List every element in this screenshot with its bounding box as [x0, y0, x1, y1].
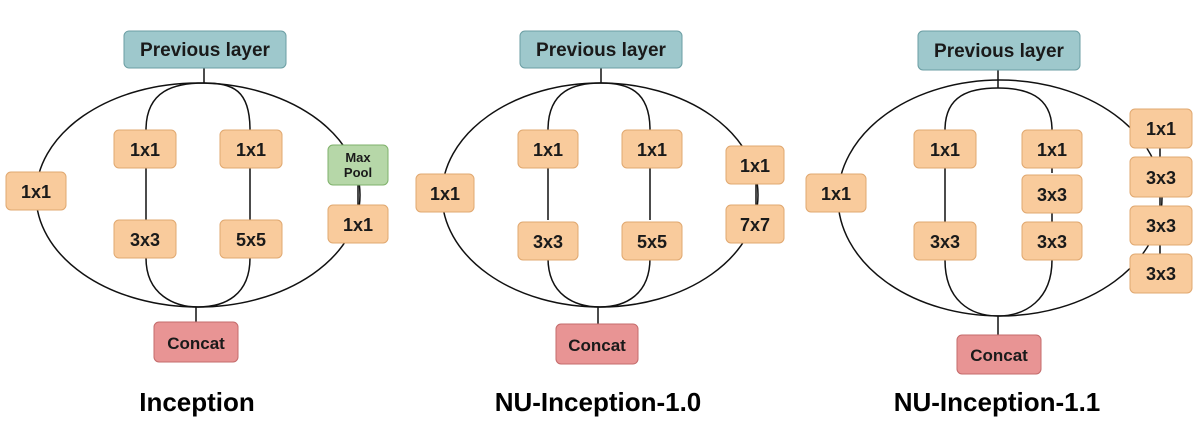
connection-lines — [35, 68, 361, 322]
conv-1x1-node: 1x1 — [805, 173, 867, 213]
conv-1x1-node: 1x1 — [1021, 129, 1083, 169]
concat-node: Concat — [153, 321, 239, 363]
svg-text:5x5: 5x5 — [236, 230, 266, 250]
conv-1x1-node: 1x1 — [113, 129, 177, 169]
svg-text:3x3: 3x3 — [1146, 264, 1176, 284]
diagram-caption: NU-Inception-1.0 — [495, 387, 702, 417]
max-pool-label: Max Pool — [343, 150, 373, 180]
conv-1x1-node: 1x1 — [621, 129, 683, 169]
max-pool-node: Max Pool — [327, 144, 389, 186]
conv-3x3-node: 3x3 — [1129, 253, 1193, 294]
conv-3x3-node: 3x3 — [113, 219, 177, 259]
conv-3x3-node: 3x3 — [1021, 221, 1083, 261]
conv-3x3-node: 3x3 — [1129, 205, 1193, 246]
conv-1x1-node: 1x1 — [415, 173, 475, 213]
svg-text:3x3: 3x3 — [533, 232, 563, 252]
conv-1x1-node: 1x1 — [327, 204, 389, 244]
conv-5x5-node: 5x5 — [621, 221, 683, 261]
conv-1x1-node: 1x1 — [517, 129, 579, 169]
svg-text:1x1: 1x1 — [236, 140, 266, 160]
svg-text:1x1: 1x1 — [130, 140, 160, 160]
svg-text:7x7: 7x7 — [740, 215, 770, 235]
svg-text:1x1: 1x1 — [740, 156, 770, 176]
svg-text:Concat: Concat — [167, 334, 225, 353]
previous-layer-node: Previous layer — [519, 30, 683, 69]
svg-text:Concat: Concat — [568, 336, 626, 355]
diagram-caption: NU-Inception-1.1 — [894, 387, 1101, 417]
conv-1x1-node: 1x1 — [1129, 108, 1193, 149]
conv-3x3-node: 3x3 — [913, 221, 977, 261]
diagram-caption: Inception — [139, 387, 255, 417]
concat-node: Concat — [555, 323, 639, 365]
conv-3x3-node: 3x3 — [1129, 156, 1193, 198]
svg-text:3x3: 3x3 — [1146, 168, 1176, 188]
svg-text:1x1: 1x1 — [1037, 140, 1067, 160]
svg-text:3x3: 3x3 — [1037, 185, 1067, 205]
connection-lines — [837, 70, 1163, 335]
svg-text:1x1: 1x1 — [930, 140, 960, 160]
svg-text:1x1: 1x1 — [821, 184, 851, 204]
svg-text:3x3: 3x3 — [1037, 232, 1067, 252]
conv-3x3-node: 3x3 — [1021, 174, 1083, 214]
conv-1x1-node: 1x1 — [913, 129, 977, 169]
svg-text:1x1: 1x1 — [533, 140, 563, 160]
conv-7x7-node: 7x7 — [725, 204, 785, 244]
svg-text:Concat: Concat — [970, 346, 1028, 365]
svg-text:3x3: 3x3 — [930, 232, 960, 252]
svg-text:1x1: 1x1 — [430, 184, 460, 204]
conv-1x1-node: 1x1 — [219, 129, 283, 169]
concat-node: Concat — [956, 334, 1042, 375]
conv-1x1-node: 1x1 — [725, 145, 785, 185]
svg-text:1x1: 1x1 — [343, 215, 373, 235]
svg-text:1x1: 1x1 — [1146, 119, 1176, 139]
conv-1x1-node: 1x1 — [5, 171, 67, 211]
previous-layer-node: Previous layer — [917, 30, 1081, 71]
diagram-nu-inception-1-0: Previous layer 1x1 1x1 3x3 1x1 5x5 1x1 — [415, 30, 785, 417]
diagram-inception: Previous layer 1x1 1x1 3x3 1x1 5x5 — [5, 30, 389, 417]
previous-layer-label: Previous layer — [536, 40, 667, 61]
svg-text:1x1: 1x1 — [637, 140, 667, 160]
svg-text:1x1: 1x1 — [21, 182, 51, 202]
conv-3x3-node: 3x3 — [517, 221, 579, 261]
conv-5x5-node: 5x5 — [219, 219, 283, 259]
previous-layer-node: Previous layer — [123, 30, 287, 69]
svg-text:3x3: 3x3 — [130, 230, 160, 250]
previous-layer-label: Previous layer — [934, 41, 1065, 62]
diagram-nu-inception-1-1: Previous layer 1x1 1x1 3x3 1x1 3x3 3x3 — [805, 30, 1193, 417]
svg-text:5x5: 5x5 — [637, 232, 667, 252]
connection-lines — [441, 68, 759, 324]
svg-text:3x3: 3x3 — [1146, 216, 1176, 236]
previous-layer-label: Previous layer — [140, 40, 271, 61]
